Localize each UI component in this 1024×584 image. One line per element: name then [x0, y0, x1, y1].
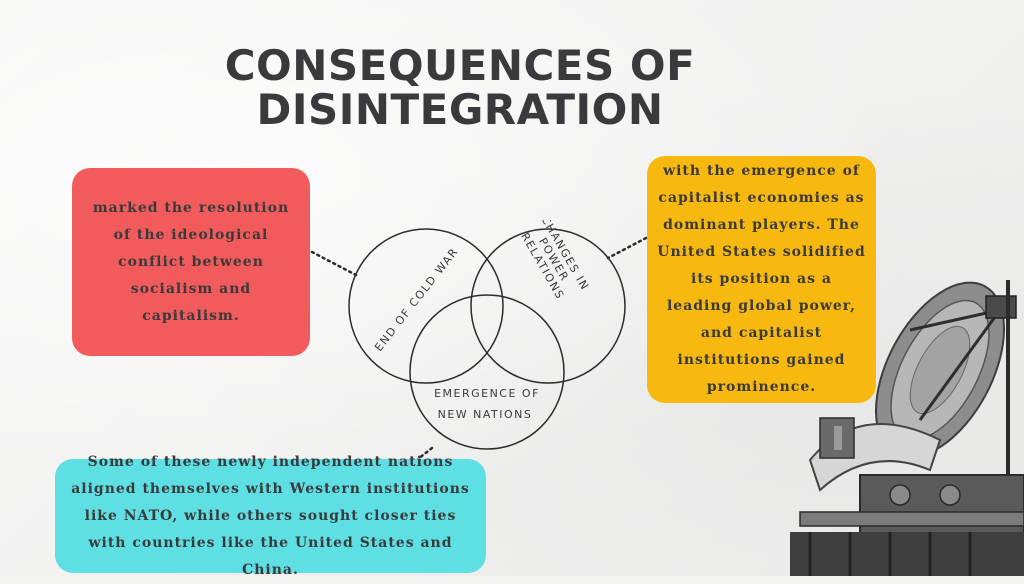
venn-label-new-nations-line2: NEW NATIONS — [438, 408, 533, 421]
satellite-dish-image — [790, 280, 1024, 576]
venn-circle-cold-war — [348, 228, 504, 384]
venn-label-new-nations-line1: EMERGENCE OF — [434, 387, 540, 400]
power-relations-box: with the emergence of capitalist economi… — [647, 156, 876, 403]
venn-label-power-relations: CHANGES IN POWER RELATIONS — [518, 220, 592, 302]
page-title: CONSEQUENCES OF DISINTEGRATION — [200, 44, 720, 132]
venn-label-cold-war: END OF COLD WAR — [372, 245, 461, 354]
end-of-cold-war-text: marked the resolution of the ideological… — [92, 199, 290, 324]
new-nations-text: Some of these newly independent nations … — [71, 453, 470, 578]
venn-circle-power-relations — [470, 228, 626, 384]
title-line-1: CONSEQUENCES OF — [224, 41, 696, 90]
venn-diagram: END OF COLD WAR CHANGES IN POWER RELATIO… — [348, 220, 626, 450]
end-of-cold-war-box: marked the resolution of the ideological… — [72, 168, 310, 356]
title-line-2: DISINTEGRATION — [256, 85, 664, 134]
power-relations-text: with the emergence of capitalist economi… — [657, 163, 866, 395]
new-nations-box: Some of these newly independent nations … — [55, 454, 486, 578]
venn-circle-new-nations — [409, 294, 565, 450]
